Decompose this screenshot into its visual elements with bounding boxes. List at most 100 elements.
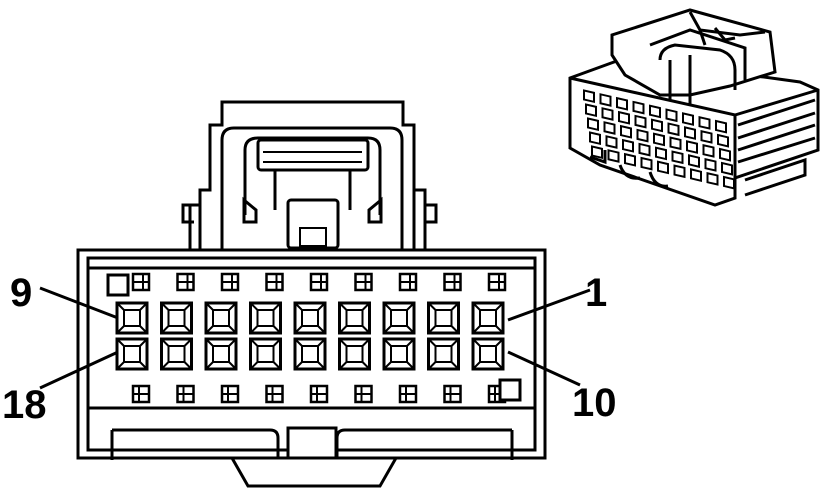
cavity-6 <box>249 301 282 335</box>
latch-tab <box>286 198 340 250</box>
pin-label-1: 1 <box>585 271 607 315</box>
cavity-9 <box>115 301 149 335</box>
bottom-lock-windows <box>131 384 507 404</box>
iso-cavity <box>591 145 603 160</box>
iso-cavity <box>704 157 717 172</box>
leader-line-9 <box>39 286 119 320</box>
lock-window <box>398 384 418 404</box>
lock-window <box>354 384 373 404</box>
iso-cavity <box>589 131 601 146</box>
iso-cavity <box>599 93 612 107</box>
cavity-10 <box>471 337 505 371</box>
iso-cavity <box>624 152 636 167</box>
latch-frame <box>220 126 404 250</box>
lock-window <box>443 272 462 292</box>
leader-line-10 <box>507 350 581 387</box>
iso-cavity <box>665 108 678 123</box>
iso-cavity <box>700 129 713 144</box>
cavity-2 <box>427 301 460 335</box>
iso-cavity <box>686 140 698 154</box>
lock-window <box>220 272 240 292</box>
iso-cavity <box>653 132 665 147</box>
cavity-14 <box>293 337 327 371</box>
cavity-4 <box>338 301 371 335</box>
iso-cavity <box>698 115 711 130</box>
iso-cavity <box>649 104 661 119</box>
iso-cavity <box>684 126 696 140</box>
cavity-5 <box>293 301 327 335</box>
iso-cavity <box>717 133 729 148</box>
iso-cavity <box>671 150 684 165</box>
cavity-16 <box>204 337 238 371</box>
lock-window <box>176 272 195 292</box>
pin-label-18: 18 <box>2 383 47 427</box>
cavity-11 <box>427 337 460 371</box>
cavity-8 <box>160 301 193 335</box>
iso-cavity <box>688 154 700 168</box>
lock-window <box>265 384 284 404</box>
connector-face-view: 9 1 18 10 <box>2 100 617 488</box>
top-lock-windows <box>131 272 507 292</box>
iso-cavity <box>667 122 680 137</box>
iso-cavity <box>622 138 634 153</box>
iso-cavity <box>706 171 719 186</box>
iso-cavity <box>605 135 618 149</box>
pin-label-10: 10 <box>572 381 617 425</box>
iso-cavity <box>620 124 632 139</box>
cavity-12 <box>382 337 416 371</box>
iso-cavity <box>618 110 630 125</box>
iso-cavity <box>603 121 616 135</box>
iso-cavity <box>655 146 667 161</box>
iso-cavity <box>638 142 651 157</box>
lock-window <box>398 272 418 292</box>
iso-cavity <box>715 119 727 134</box>
bottom-key <box>230 457 398 488</box>
terminal-cavities <box>115 301 505 371</box>
lock-window <box>354 272 373 292</box>
iso-cavity <box>669 136 682 151</box>
iso-cavity <box>682 112 694 126</box>
cavity-17 <box>160 337 193 371</box>
cavity-3 <box>382 301 416 335</box>
iso-cavity <box>723 175 735 190</box>
lock-window <box>176 384 195 404</box>
lock-window <box>443 384 462 404</box>
iso-cavity <box>583 89 595 104</box>
iso-cavity <box>657 160 669 175</box>
latch-housing <box>181 100 438 250</box>
iso-cavity <box>636 128 649 143</box>
cavity-7 <box>204 301 238 335</box>
cavity-18 <box>115 337 149 371</box>
leader-line-18 <box>39 350 119 390</box>
iso-cavity <box>673 164 686 179</box>
iso-cavity <box>690 168 702 182</box>
polarizing-square-bottom-right <box>498 378 522 402</box>
leader-line-1 <box>507 288 591 322</box>
connector-body <box>76 248 547 460</box>
cavity-1 <box>471 301 505 335</box>
iso-cavity <box>719 147 731 162</box>
iso-cavity <box>634 114 647 129</box>
lock-window <box>131 384 151 404</box>
lock-window <box>309 384 329 404</box>
connector-isometric-view <box>568 8 820 207</box>
iso-cavity <box>601 107 614 121</box>
iso-cavity <box>632 100 645 115</box>
iso-cavities <box>583 89 735 190</box>
latch-arm <box>256 138 370 172</box>
iso-cavity <box>616 96 628 111</box>
lock-window <box>487 272 507 292</box>
iso-cavity <box>651 118 663 133</box>
iso-cavity <box>640 156 653 171</box>
iso-cavity <box>721 161 733 176</box>
polarizing-square-top-left <box>106 273 130 297</box>
cavity-13 <box>338 337 371 371</box>
lock-window <box>131 272 151 292</box>
iso-cavity <box>587 117 599 132</box>
lock-window <box>220 384 240 404</box>
cavity-15 <box>249 337 282 371</box>
lock-window <box>265 272 284 292</box>
lock-window <box>309 272 329 292</box>
iso-cavity <box>702 143 715 158</box>
